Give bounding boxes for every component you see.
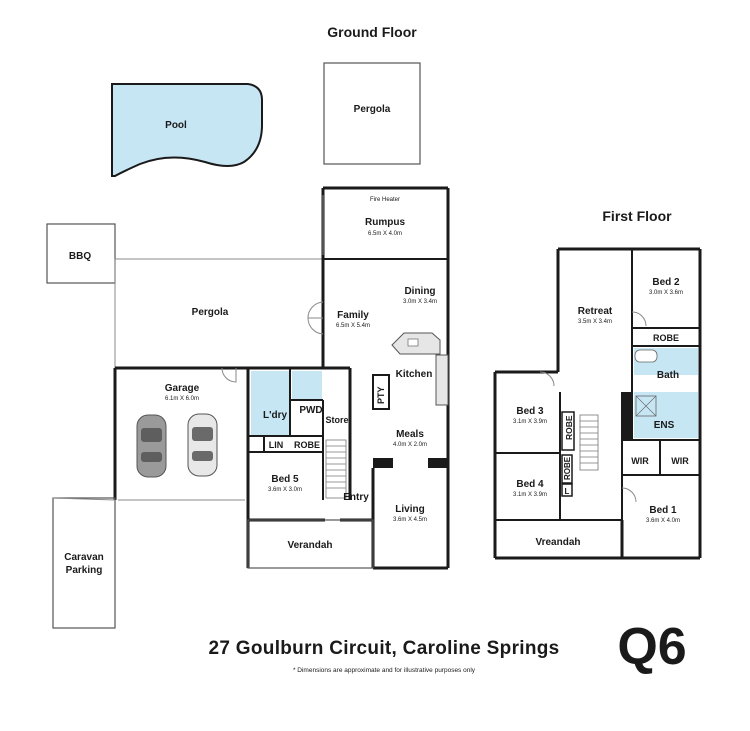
verandah <box>247 519 374 569</box>
family-dim: 6.5m X 5.4m <box>336 323 370 329</box>
pantry <box>372 374 390 410</box>
fire-heater-label: Fire Heater <box>370 197 400 203</box>
living-label: Living <box>395 504 424 515</box>
bed1-label: Bed 1 <box>649 505 677 516</box>
wall-block <box>373 458 393 468</box>
family-door <box>307 301 324 319</box>
garage-door <box>221 367 237 383</box>
bath-label: Bath <box>657 370 679 381</box>
disclaimer-text: * Dimensions are approximate and for ill… <box>293 667 476 674</box>
wir1-label: WIR <box>631 456 649 466</box>
pwd-label: PWD <box>299 405 322 416</box>
dining-dim: 3.0m X 3.4m <box>403 299 437 305</box>
wir2-label: WIR <box>671 456 689 466</box>
stairs <box>325 439 347 499</box>
rumpus-dim: 6.5m X 4.0m <box>368 231 402 237</box>
family-label: Family <box>337 310 369 321</box>
first-floor-walls <box>493 247 702 560</box>
stairs-first <box>579 414 599 471</box>
pty-label: PTY <box>376 386 386 404</box>
bbq-area <box>46 223 116 284</box>
door <box>631 311 647 327</box>
lin-first-label: LIN <box>623 420 633 435</box>
bed3-dim: 3.1m X 3.9m <box>513 419 547 425</box>
bed4-dim: 3.1m X 3.9m <box>513 492 547 498</box>
robe3-label: ROBE <box>564 415 574 440</box>
laundry-floor <box>251 371 289 435</box>
kitchen-bench <box>435 354 449 406</box>
robe-top-label: ROBE <box>653 333 679 343</box>
bed5-dim: 3.6m X 3.0m <box>268 487 302 493</box>
meals-dim: 4.0m X 2.0m <box>393 442 427 448</box>
garage-label: Garage <box>165 383 200 394</box>
bed1-dim: 3.6m X 4.0m <box>646 518 680 524</box>
caravan-label: Caravan <box>64 552 103 563</box>
kitchen-label: Kitchen <box>396 369 433 380</box>
ens-label: ENS <box>654 420 675 431</box>
bed3-label: Bed 3 <box>516 406 544 417</box>
bed2-dim: 3.0m X 3.6m <box>649 290 683 296</box>
retreat-label: Retreat <box>578 306 613 317</box>
q6-logo: Q6 <box>617 618 686 676</box>
shower-icon <box>635 395 657 417</box>
l-label: L <box>565 487 570 496</box>
bathtub-icon <box>634 349 658 363</box>
service-walls <box>248 366 352 500</box>
rumpus-label: Rumpus <box>365 217 405 228</box>
ensuite-floor <box>634 392 698 438</box>
retreat-dim: 3.5m X 3.4m <box>578 319 612 325</box>
vreandah-label: Vreandah <box>535 537 580 548</box>
ground-floor-title: Ground Floor <box>327 24 417 40</box>
garage-dim: 6.1m X 6.0m <box>165 396 199 402</box>
verandah-label: Verandah <box>287 540 332 551</box>
bed2-label: Bed 2 <box>652 277 680 288</box>
dining-label: Dining <box>404 286 435 297</box>
parking-label: Parking <box>66 565 103 576</box>
pergola-top-label: Pergola <box>354 104 391 115</box>
meals-label: Meals <box>396 429 424 440</box>
robe-label: ROBE <box>294 440 320 450</box>
pool-label: Pool <box>165 120 187 131</box>
laundry-label: L'dry <box>263 410 287 421</box>
sink-icon <box>407 338 419 347</box>
entry-label: Entry <box>343 492 369 503</box>
pool <box>111 83 263 177</box>
bbq-label: BBQ <box>69 251 91 262</box>
car-icon <box>187 413 218 477</box>
robe4-label: ROBE <box>563 456 572 480</box>
lin-label: LIN <box>269 440 284 450</box>
address-title: 27 Goulburn Circuit, Caroline Springs <box>208 638 559 659</box>
pergola-top <box>323 62 421 165</box>
caravan-parking <box>52 497 116 629</box>
pergola-label: Pergola <box>192 307 229 318</box>
bed5-label: Bed 5 <box>271 474 299 485</box>
store-label: Store <box>325 415 348 425</box>
bed4-label: Bed 4 <box>516 479 544 490</box>
first-floor-title: First Floor <box>602 208 672 224</box>
car-icon <box>136 414 167 478</box>
living-dim: 3.6m X 4.5m <box>393 517 427 523</box>
